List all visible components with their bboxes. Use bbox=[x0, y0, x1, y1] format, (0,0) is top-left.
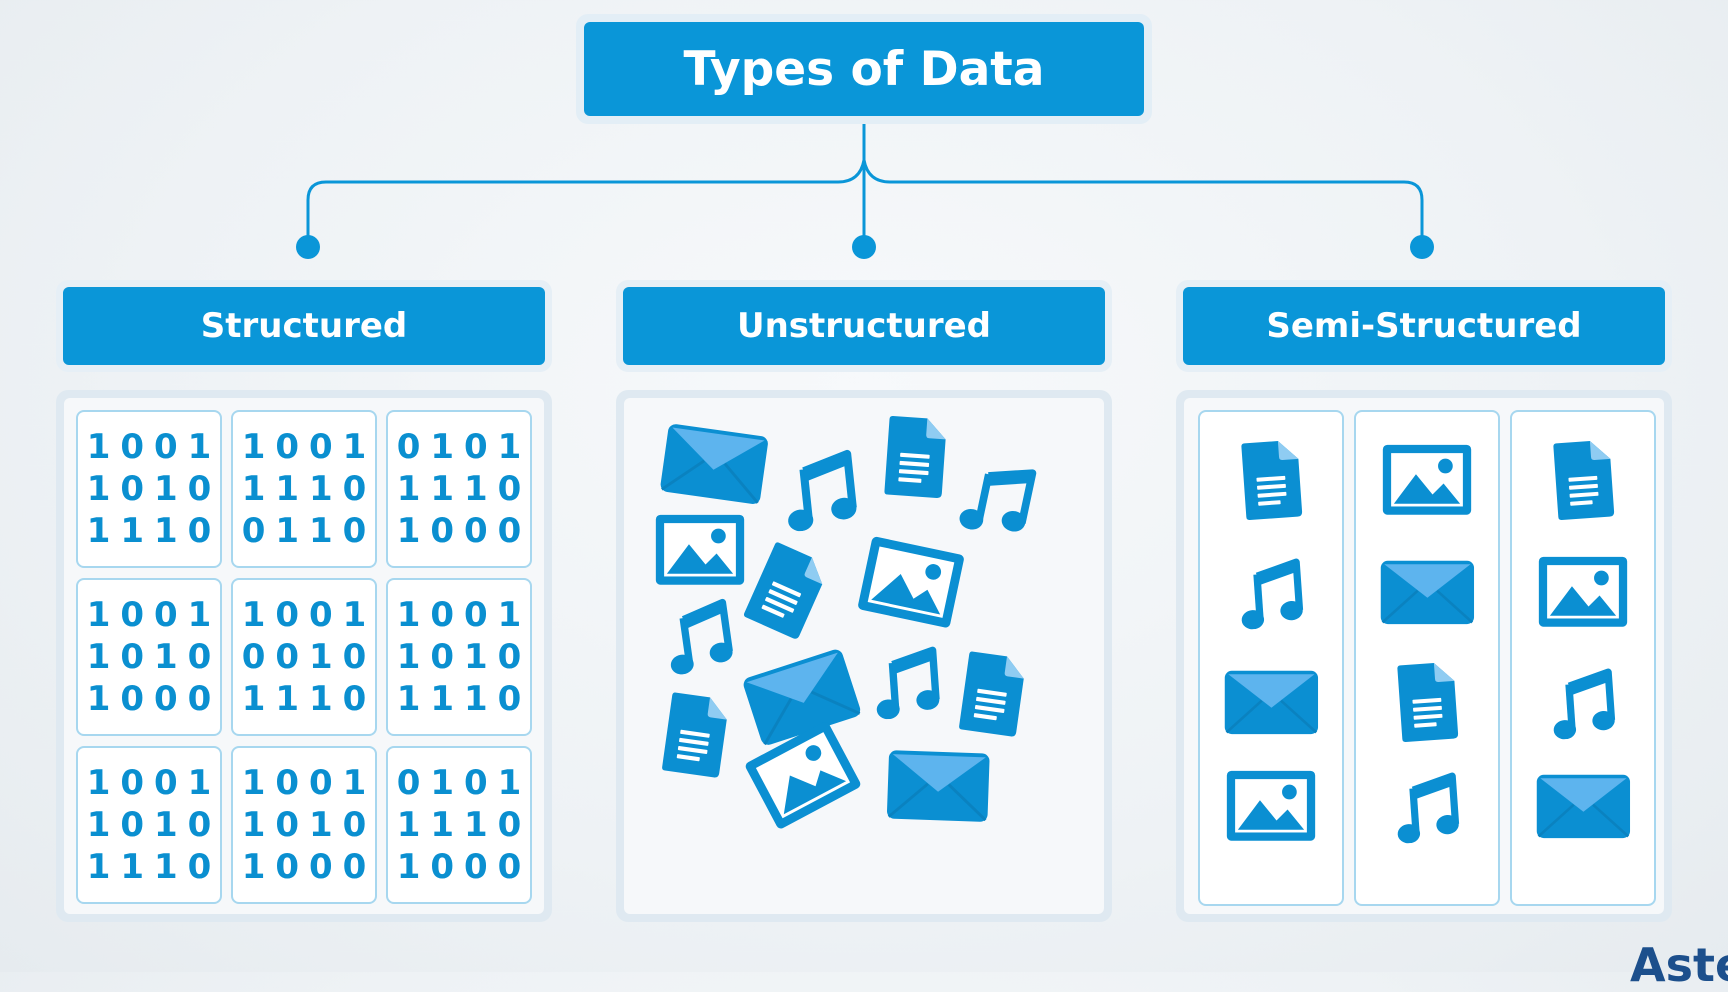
binary-line: 1010 bbox=[86, 637, 222, 677]
binary-line: 1001 bbox=[396, 595, 532, 635]
semi-structured-panel-inner bbox=[1184, 398, 1664, 914]
structured-heading: Structured bbox=[63, 287, 545, 365]
structured-heading-frame: Structured bbox=[56, 280, 552, 372]
binary-line: 1001 bbox=[86, 595, 222, 635]
binary-line: 1110 bbox=[396, 805, 532, 845]
unstructured-heading-frame: Unstructured bbox=[616, 280, 1112, 372]
document-icon bbox=[954, 649, 1030, 739]
music-note-icon bbox=[661, 594, 736, 676]
binary-line: 1010 bbox=[86, 805, 222, 845]
image-icon bbox=[1537, 555, 1629, 629]
binary-line: 1001 bbox=[241, 427, 377, 467]
semi-structured-column bbox=[1354, 410, 1500, 906]
page-title: Types of Data bbox=[584, 22, 1144, 116]
email-icon bbox=[657, 421, 771, 507]
email-icon bbox=[1379, 559, 1476, 626]
binary-line: 1001 bbox=[86, 427, 222, 467]
connector-dot-structured bbox=[296, 235, 320, 259]
music-note-icon bbox=[1237, 554, 1306, 630]
binary-line: 0101 bbox=[396, 427, 532, 467]
document-icon bbox=[879, 414, 950, 500]
document-icon bbox=[1236, 438, 1305, 522]
binary-line: 1110 bbox=[86, 847, 222, 887]
image-icon bbox=[654, 513, 746, 587]
image-icon bbox=[1381, 443, 1473, 517]
semi-structured-column bbox=[1198, 410, 1344, 906]
email-icon bbox=[1223, 669, 1320, 736]
music-note-icon bbox=[872, 642, 943, 720]
brand-logo-text: Aste bbox=[1630, 938, 1728, 992]
binary-line: 0010 bbox=[241, 637, 377, 677]
image-icon bbox=[855, 534, 967, 631]
binary-line: 0110 bbox=[241, 511, 377, 551]
binary-line: 1001 bbox=[86, 763, 222, 803]
music-note-icon bbox=[1549, 664, 1618, 740]
binary-line: 1010 bbox=[396, 637, 532, 677]
unstructured-panel-inner bbox=[624, 398, 1104, 914]
binary-line: 1110 bbox=[241, 679, 377, 719]
document-icon bbox=[1392, 660, 1461, 744]
music-note-icon bbox=[1393, 768, 1462, 844]
binary-line: 1110 bbox=[396, 469, 532, 509]
binary-line: 1010 bbox=[86, 469, 222, 509]
binary-line: 1000 bbox=[86, 679, 222, 719]
binary-line: 1000 bbox=[396, 847, 532, 887]
semi-structured-heading-frame: Semi-Structured bbox=[1176, 280, 1672, 372]
unstructured-heading: Unstructured bbox=[623, 287, 1105, 365]
binary-line: 1110 bbox=[241, 469, 377, 509]
music-note-icon bbox=[780, 444, 860, 532]
document-icon bbox=[657, 690, 733, 780]
connector-lines bbox=[296, 112, 1434, 259]
binary-line: 1001 bbox=[241, 595, 377, 635]
image-icon bbox=[1225, 769, 1317, 843]
binary-line: 1010 bbox=[241, 805, 377, 845]
binary-line: 1000 bbox=[396, 511, 532, 551]
email-icon bbox=[1535, 773, 1632, 840]
music-note-icon bbox=[957, 452, 1039, 541]
binary-line: 1110 bbox=[396, 679, 532, 719]
connector-dot-semi-structured bbox=[1410, 235, 1434, 259]
document-icon bbox=[738, 538, 835, 643]
unstructured-panel bbox=[616, 390, 1112, 922]
document-icon bbox=[1548, 438, 1617, 522]
binary-line: 1001 bbox=[241, 763, 377, 803]
email-icon bbox=[885, 748, 992, 824]
semi-structured-column bbox=[1510, 410, 1656, 906]
connector-dot-unstructured bbox=[852, 235, 876, 259]
binary-line: 0101 bbox=[396, 763, 532, 803]
semi-structured-panel bbox=[1176, 390, 1672, 922]
title-frame: Types of Data bbox=[576, 14, 1152, 124]
binary-line: 1110 bbox=[86, 511, 222, 551]
semi-structured-heading: Semi-Structured bbox=[1183, 287, 1665, 365]
binary-line: 1000 bbox=[241, 847, 377, 887]
